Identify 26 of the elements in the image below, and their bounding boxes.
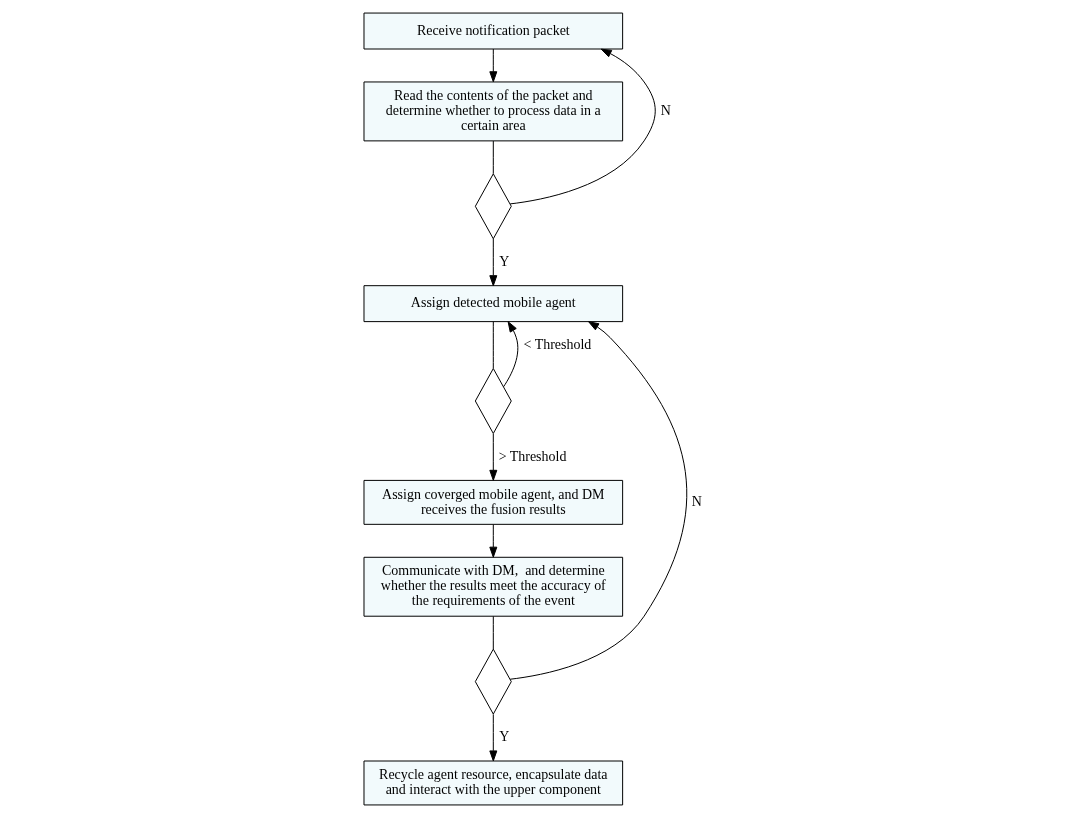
node-box: Recycle agent resource, encapsulate data and interact with the upper component	[363, 760, 624, 806]
arrow	[509, 48, 656, 205]
edge-label: Y	[499, 729, 509, 745]
node-diamond	[474, 648, 512, 715]
arrow	[489, 524, 498, 558]
arrow	[489, 713, 498, 762]
edge-label: < Threshold	[523, 336, 592, 352]
node-diamond	[474, 173, 512, 240]
edge-label: Y	[499, 253, 509, 269]
edge-label: N	[691, 494, 702, 510]
arrow	[489, 238, 498, 287]
arrow	[509, 321, 688, 680]
connector	[492, 321, 494, 369]
node-box: Read the contents of the packet and determine whether to process data in a certain area	[363, 81, 624, 142]
node-box: Receive notification packet	[363, 12, 624, 50]
arrow	[489, 433, 498, 481]
connector	[492, 140, 494, 175]
edge-label: > Threshold	[498, 448, 567, 464]
node-box: Assign detected mobile agent	[363, 285, 624, 323]
node-diamond	[474, 368, 512, 434]
edge-label: N	[660, 103, 671, 119]
arrow	[503, 321, 519, 388]
node-box: Assign coverged mobile agent, and DM receives the fusion results	[363, 479, 624, 525]
connector	[492, 615, 494, 650]
arrow	[489, 48, 498, 83]
node-box: Communicate with DM, and determine whether the results meet the accuracy of the requirements of the event	[363, 556, 624, 617]
